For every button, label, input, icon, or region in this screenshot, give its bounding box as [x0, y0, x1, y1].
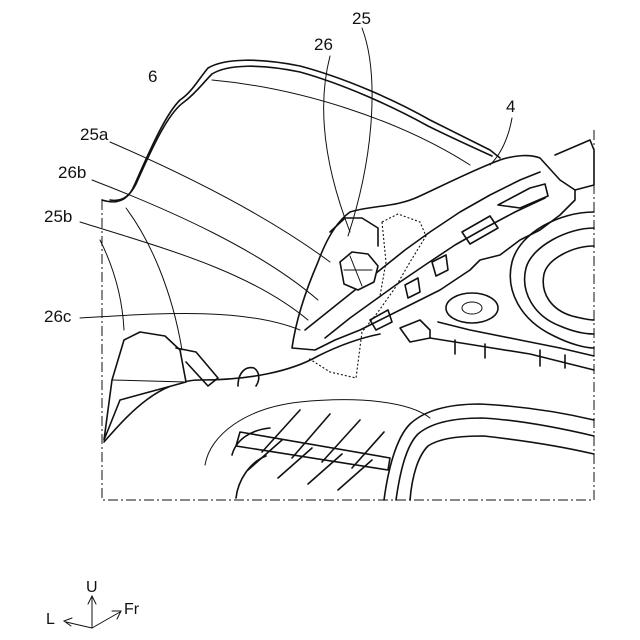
label-25b: 25b: [44, 207, 72, 226]
axis-front-arrow: [92, 612, 120, 628]
leader-side-2: [126, 208, 182, 350]
label-6: 6: [148, 67, 157, 86]
leader-26: [324, 56, 350, 232]
leader-25b: [80, 222, 308, 320]
label-26b: 26b: [58, 163, 86, 182]
label-26c: 26c: [44, 307, 72, 326]
body-panel-4: [292, 140, 594, 350]
leader-26c: [80, 313, 300, 330]
leader-25: [348, 28, 372, 236]
leader-25a: [110, 142, 330, 262]
axis-label-up: U: [86, 579, 98, 596]
axis-label-left: L: [46, 611, 55, 628]
windscreen-6: [102, 60, 500, 202]
label-26: 26: [314, 35, 333, 54]
label-4: 4: [506, 97, 515, 116]
label-25: 25: [352, 9, 371, 28]
right-housing: [384, 404, 594, 500]
axis-label-front: Fr: [124, 601, 140, 618]
label-25a: 25a: [80, 125, 109, 144]
lower-cowl: [104, 332, 380, 442]
orientation-axes: U L Fr: [46, 579, 140, 628]
